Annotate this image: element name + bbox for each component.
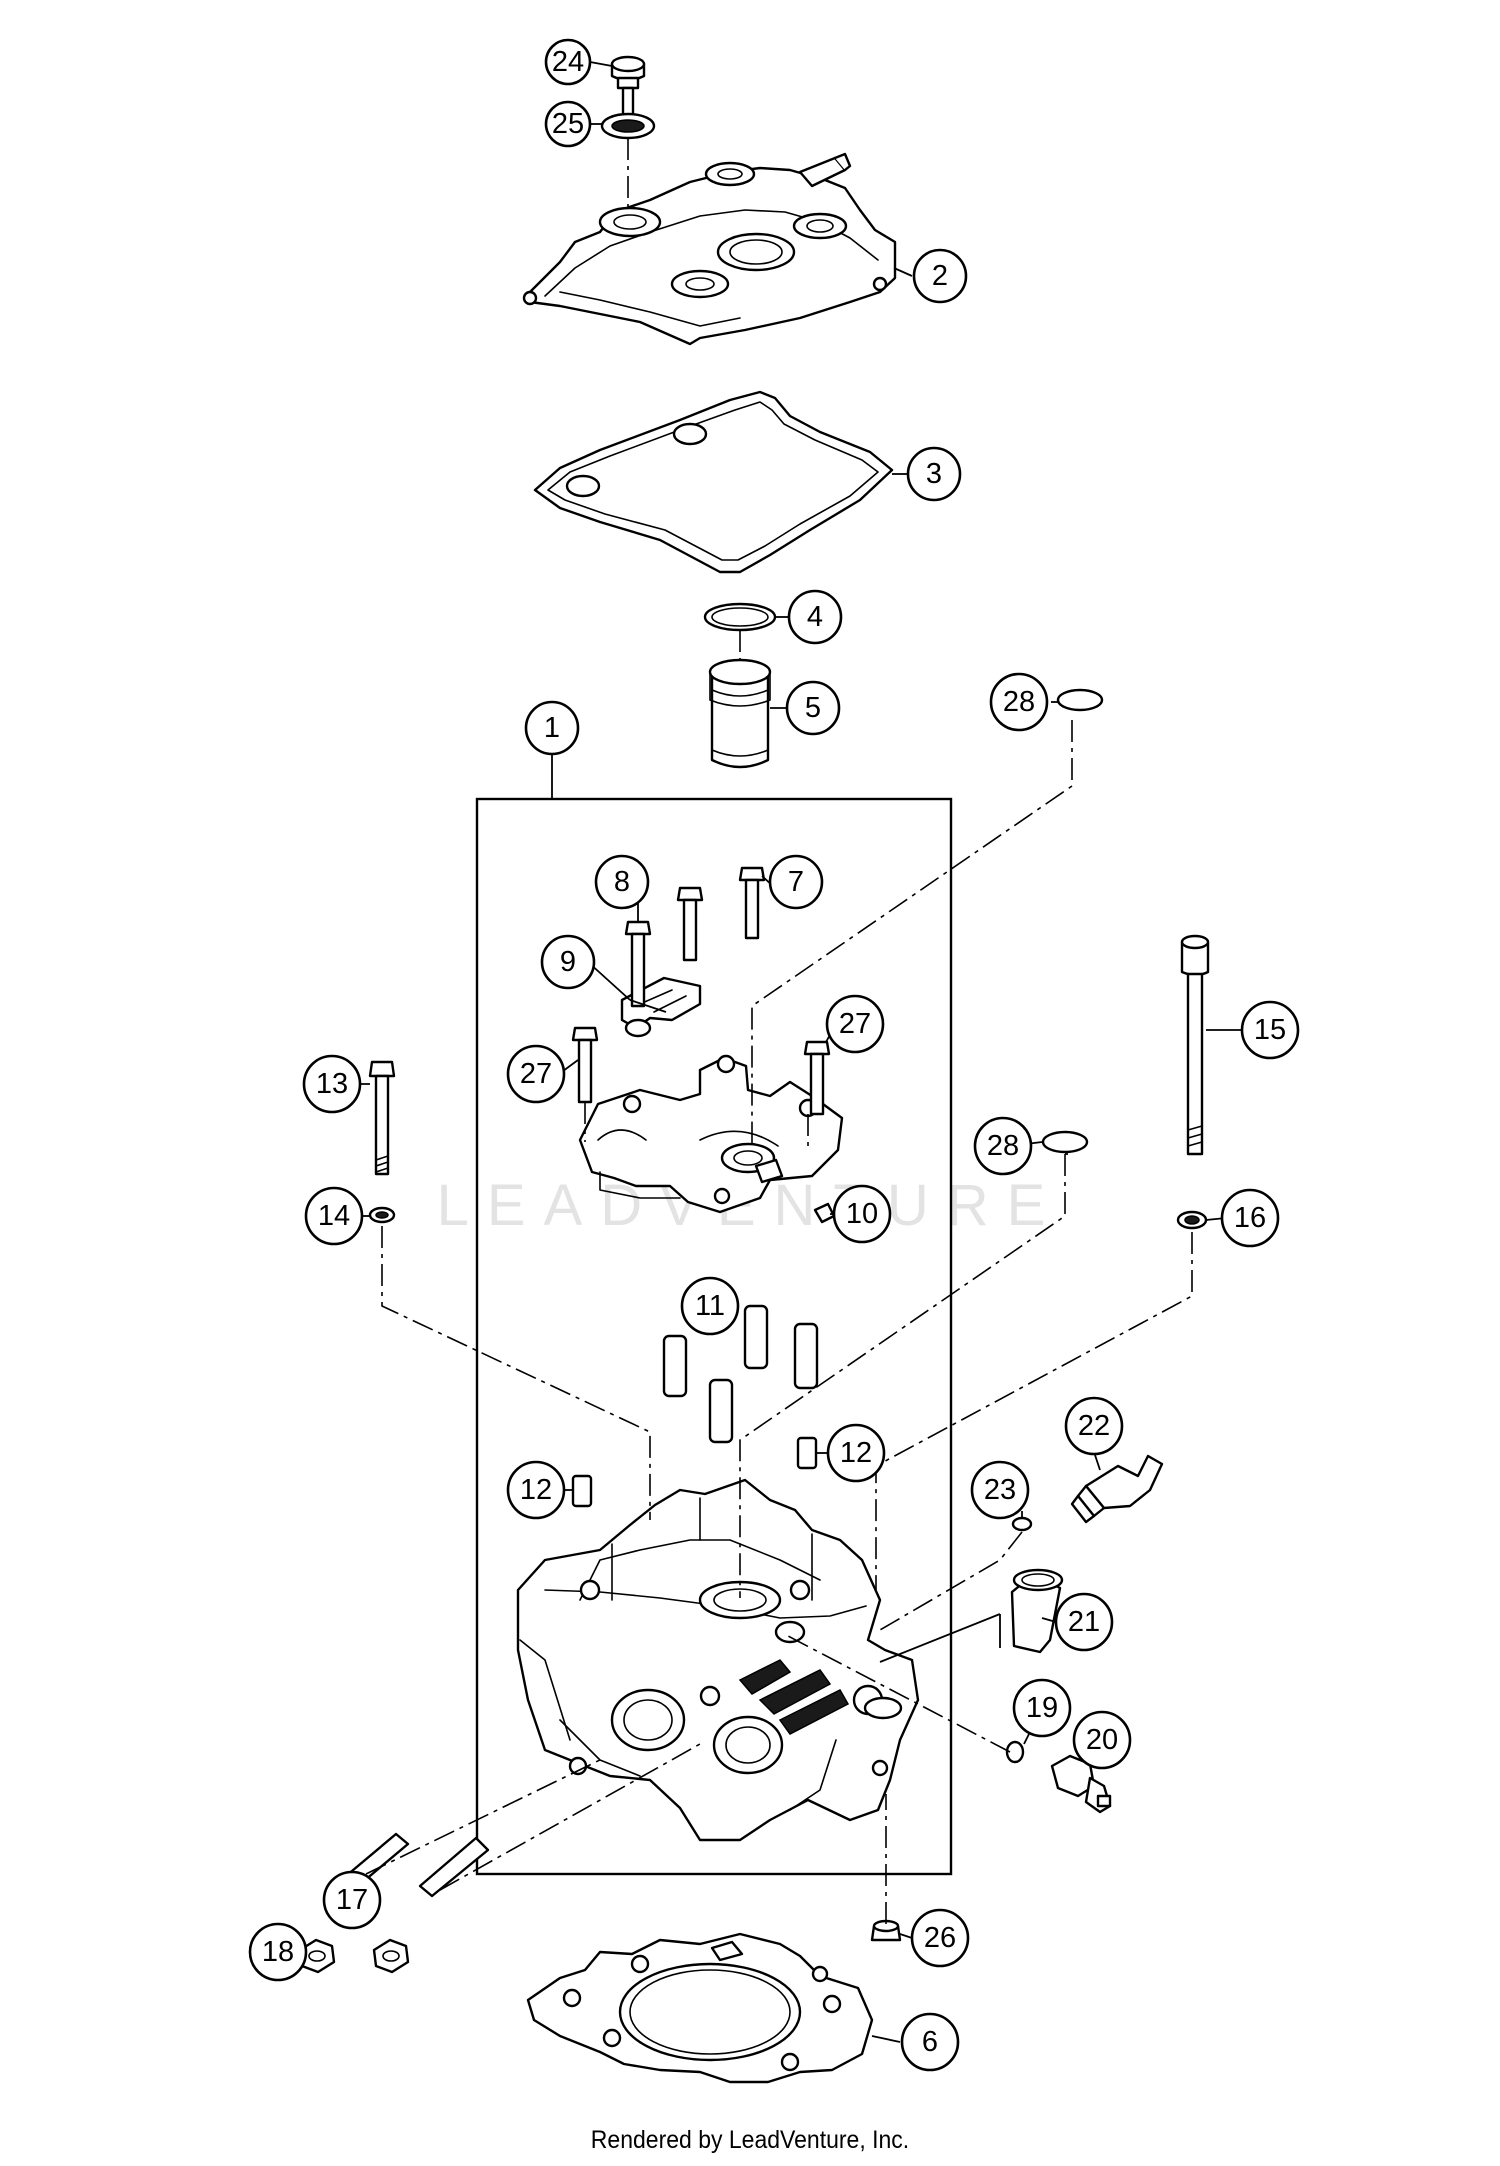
bolt-27a-part[interactable]: [803, 1040, 831, 1116]
callout-12a-label: 12: [520, 1474, 552, 1506]
bolt-27b-part[interactable]: [571, 1026, 599, 1104]
callout-8-label: 8: [614, 866, 630, 898]
callout-9[interactable]: 9: [540, 934, 596, 990]
callout-24-label: 24: [552, 46, 584, 78]
callout-15-label: 15: [1254, 1014, 1286, 1046]
long-bolt-13-part[interactable]: [368, 1060, 396, 1176]
callout-28b-label: 28: [987, 1130, 1019, 1162]
callout-14[interactable]: 14: [304, 1186, 364, 1246]
callout-4-label: 4: [807, 601, 823, 633]
fitting-21-part[interactable]: [1010, 1568, 1064, 1654]
cylinder-head-part[interactable]: [516, 1478, 920, 1842]
washer-16-part[interactable]: [1176, 1210, 1208, 1230]
callout-20-label: 20: [1086, 1724, 1118, 1756]
callout-23[interactable]: 23: [970, 1460, 1030, 1520]
callout-7[interactable]: 7: [768, 854, 824, 910]
callout-27b[interactable]: 27: [506, 1044, 566, 1104]
callout-4[interactable]: 4: [787, 589, 843, 645]
long-bolt-15-part[interactable]: [1180, 934, 1210, 1156]
callout-13[interactable]: 13: [302, 1054, 362, 1114]
callout-17-label: 17: [336, 1884, 368, 1916]
bolt-8b-part[interactable]: [676, 886, 704, 962]
callout-12a[interactable]: 12: [506, 1460, 566, 1520]
dowel-pin-12b-part[interactable]: [796, 1436, 818, 1470]
callout-16[interactable]: 16: [1220, 1188, 1280, 1248]
head-gasket-part[interactable]: [526, 1932, 874, 2084]
dowel-pin-12a-part[interactable]: [571, 1474, 593, 1508]
callout-28a[interactable]: 28: [989, 672, 1049, 732]
callout-25[interactable]: 25: [544, 100, 592, 148]
bolt-8-part[interactable]: [624, 920, 652, 1008]
callout-9-label: 9: [560, 946, 576, 978]
callout-23-label: 23: [984, 1474, 1016, 1506]
callout-12b[interactable]: 12: [826, 1423, 886, 1483]
callout-28a-label: 28: [1003, 686, 1035, 718]
callout-13-label: 13: [316, 1068, 348, 1100]
o-ring-23-part[interactable]: [1011, 1516, 1033, 1532]
callout-6-label: 6: [922, 2026, 938, 2058]
callout-17[interactable]: 17: [322, 1870, 382, 1930]
cylinder-head-group-frame: [475, 797, 953, 1876]
bolt-7-part[interactable]: [738, 866, 766, 940]
footer-credit: Rendered by LeadVenture, Inc.: [590, 2126, 910, 2154]
callout-3-label: 3: [926, 458, 942, 490]
callout-22[interactable]: 22: [1064, 1396, 1124, 1456]
callout-11[interactable]: 11: [680, 1276, 740, 1336]
o-ring-part[interactable]: [703, 602, 777, 632]
callout-20[interactable]: 20: [1072, 1710, 1132, 1770]
temp-sensor-22-part[interactable]: [1070, 1454, 1164, 1524]
callout-19-label: 19: [1026, 1692, 1058, 1724]
callout-27b-label: 27: [520, 1058, 552, 1090]
callout-5[interactable]: 5: [785, 680, 841, 736]
valve-cover-gasket-part[interactable]: [533, 390, 894, 574]
callout-26[interactable]: 26: [910, 1908, 970, 1968]
stud-17b-part[interactable]: [418, 1836, 490, 1898]
callout-8[interactable]: 8: [594, 854, 650, 910]
callout-12b-label: 12: [840, 1437, 872, 1469]
seal-washer-25-part[interactable]: [600, 112, 656, 140]
callout-6[interactable]: 6: [900, 2012, 960, 2072]
callout-19[interactable]: 19: [1012, 1678, 1072, 1738]
sensor-20-part[interactable]: [1050, 1754, 1112, 1814]
callout-2[interactable]: 2: [912, 248, 968, 304]
callout-10[interactable]: 10: [832, 1184, 892, 1244]
callout-26-label: 26: [924, 1922, 956, 1954]
bolt-24-part[interactable]: [610, 55, 646, 118]
valve-cover-part[interactable]: [522, 152, 897, 346]
bushing-part[interactable]: [708, 658, 772, 769]
washer-19-part[interactable]: [1005, 1740, 1025, 1764]
callout-28b[interactable]: 28: [973, 1116, 1033, 1176]
callout-22-label: 22: [1078, 1410, 1110, 1442]
callout-1-label: 1: [544, 712, 560, 744]
callout-27a[interactable]: 27: [825, 994, 885, 1054]
callout-2-label: 2: [932, 260, 948, 292]
valve-guides-11-part[interactable]: [662, 1304, 819, 1444]
o-ring-28b-part[interactable]: [1041, 1130, 1089, 1154]
callout-16-label: 16: [1234, 1202, 1266, 1234]
callout-10-label: 10: [846, 1198, 878, 1230]
callout-18-label: 18: [262, 1936, 294, 1968]
assembly-center-lines: [365, 138, 1193, 1924]
callout-1[interactable]: 1: [524, 700, 580, 756]
callout-18[interactable]: 18: [248, 1922, 308, 1982]
nut-18b-part[interactable]: [372, 1938, 410, 1974]
washer-14-part[interactable]: [368, 1206, 396, 1224]
callout-21[interactable]: 21: [1054, 1592, 1114, 1652]
callout-11-label: 11: [695, 1290, 725, 1322]
callout-5-label: 5: [805, 692, 821, 724]
o-ring-28a-part[interactable]: [1056, 688, 1104, 712]
callout-3[interactable]: 3: [906, 446, 962, 502]
plug-26-part[interactable]: [870, 1919, 902, 1942]
callout-27a-label: 27: [839, 1008, 871, 1040]
callout-7-label: 7: [788, 866, 804, 898]
callout-24[interactable]: 24: [544, 38, 592, 86]
callout-25-label: 25: [552, 108, 584, 140]
callout-14-label: 14: [318, 1200, 350, 1232]
callout-21-label: 21: [1068, 1606, 1100, 1638]
callout-15[interactable]: 15: [1240, 1000, 1300, 1060]
